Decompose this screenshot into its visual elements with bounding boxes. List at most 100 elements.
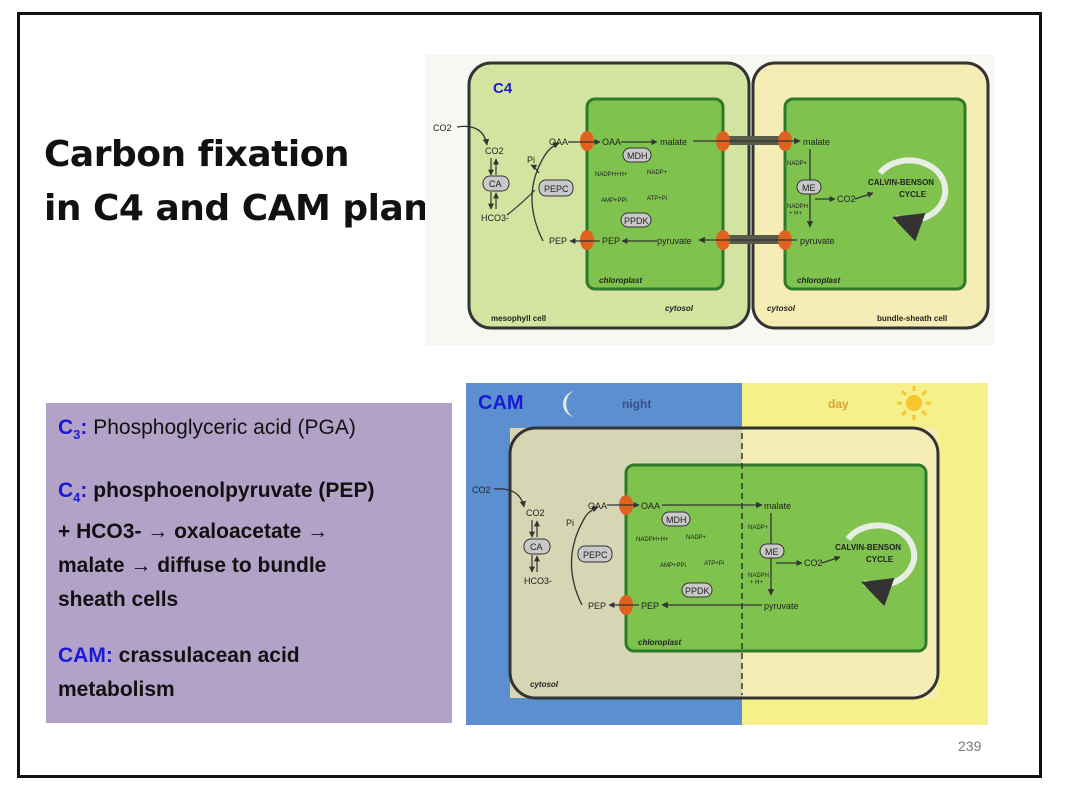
c3-label: C3: [58,416,88,443]
c4-co2-calvin-arrow [854,191,874,200]
cam-ppdk-box [681,582,713,598]
c4-text-line-2: + HCO3- → oxaloacetate → [58,520,329,544]
cam-nadph-2: NADPH [748,573,769,579]
c4-ca-box [482,175,510,192]
cam-mdh-box [661,511,691,527]
cam-malate: malate [764,501,791,511]
c4-pyruvate-mesophyll: pyruvate [657,236,692,246]
c4-text-line-1: phosphoenolpyruvate (PEP) [93,479,375,503]
cam-atp-pi: ATP+Pi [704,561,724,567]
sun-icon [897,386,931,420]
c4-malate-bundle: malate [803,137,830,147]
c3-text: Phosphoglyceric acid (PGA) [93,416,356,439]
c4-pepc-box [538,179,574,197]
c4-co2: CO2 [485,146,504,156]
c4-diagram: C4 CO2 CO2 CA HCO3- Pi PEPC OAA OAA mala… [425,55,995,345]
c4-ppdk: PPDK [624,216,649,226]
cam-pep-chloroplast: PEP [641,601,659,611]
cam-line: CAM: crassulacean acid [58,639,440,673]
c4-nadph-h: NADPH+H+ [595,172,628,178]
c4-atp-pi: ATP+Pi [647,196,667,202]
cam-calvin-line-2: CYCLE [866,555,894,564]
cam-me-box [759,543,785,559]
cam-pepc-box [577,545,613,563]
c4-calvin-cycle-arrow [877,157,949,242]
c4-pepc-pi-arrow [530,164,540,174]
c4-line: C4: phosphoenolpyruvate (PEP) [58,474,440,515]
c4-hco3: HCO3- [481,213,509,223]
cam-text-label: CAM: [58,644,113,668]
cam-text-2: metabolism [58,678,175,702]
cam-amp-ppi: AMP+PPi [660,563,686,569]
c4-ppdk-box [620,212,652,228]
cam-pepc: PEPC [583,550,608,560]
c4-nadp-2: NADP+ [787,161,808,167]
page-number: 239 [958,738,982,754]
c4-pep-cytosol: PEP [549,236,567,246]
c4-pep-chloroplast: PEP [602,236,620,246]
c4-mdh-box [622,147,652,163]
c4-co2-in-arrow [456,125,490,146]
c4-me-box [796,179,822,195]
c4-bundle-sheath-label: bundle-sheath cell [877,314,947,323]
cam-h-2: + H+ [750,580,764,586]
c4-pyruvate-bundle: pyruvate [800,236,835,246]
cam-pepc-arc [570,506,599,606]
info-box: C3: Phosphoglyceric acid (PGA) C4: phosp… [46,403,452,723]
cam-cell-outline [508,426,940,700]
cam-oaa-chloroplast: OAA [641,501,660,511]
cam-me: ME [765,547,779,557]
c4-h-2: + H+ [789,211,803,217]
c4-ca: CA [489,179,502,189]
c4-text-label: C4: [58,479,88,506]
cam-co2-day: CO2 [804,558,823,568]
c4-amp-ppi: AMP+PPi [601,198,627,204]
cam-ca: CA [530,542,543,552]
cam-oaa-cytosol: OAA [588,501,607,511]
c4-chloroplast-label-1: chloroplast [599,276,642,285]
cam-hco3: HCO3- [524,576,552,586]
c4-malate-mesophyll: malate [660,137,687,147]
c4-cytosol-label-2: cytosol [767,304,796,313]
cam-calvin-cycle-arrow [845,522,918,607]
cam-text-1: crassulacean acid [118,644,300,668]
cam-ca-box [523,538,551,555]
cam-nadph-h: NADPH+H+ [636,537,669,543]
c4-pepc: PEPC [544,184,569,194]
cam-pyruvate: pyruvate [764,601,799,611]
c4-oaa-chloroplast: OAA [602,137,621,147]
transporter-2 [580,230,594,250]
title-line-1: Carbon fixation [44,134,350,175]
c4-pi: Pi [527,155,535,165]
c4-pepc-arc [531,142,560,242]
c3-line: C3: Phosphoglyceric acid (PGA) [58,411,440,452]
cam-mdh: MDH [666,515,687,525]
cam-co2-in: CO2 [472,485,491,495]
mesophyll-chloroplast [585,97,725,291]
cam-cytosol-label: cytosol [530,680,559,689]
c4-chloroplast-label-2: chloroplast [797,276,840,285]
cam-label: CAM [478,392,524,414]
c4-mesophyll-label: mesophyll cell [491,314,546,323]
cam-co2-calvin-arrow [821,555,841,564]
c4-calvin-line-2: CYCLE [899,190,927,199]
cam-nadp-2: NADP+ [748,525,769,531]
c4-nadp-1: NADP+ [647,170,668,176]
c4-hco3-to-pepc-arrow [506,189,536,216]
title-line-2: in C4 and CAM plants [44,188,467,229]
cam-ppdk: PPDK [685,586,710,596]
c4-oaa-cytosol: OAA [549,137,568,147]
c4-cytosol-label-1: cytosol [665,304,694,313]
cam-chloroplast-label: chloroplast [638,638,681,647]
c4-me: ME [802,183,816,193]
cam-co2-in-arrow [493,488,527,508]
cam-nadp-1: NADP+ [686,535,707,541]
c4-label: C4 [493,80,513,97]
transporter-1 [580,131,594,151]
c4-calvin-line-1: CALVIN-BENSON [868,178,934,187]
c4-co2-bundle: CO2 [837,194,856,204]
day-label: day [828,397,849,411]
cam-calvin-line-1: CALVIN-BENSON [835,543,901,552]
c4-mdh: MDH [627,151,648,161]
c4-co2-in: CO2 [433,123,452,133]
